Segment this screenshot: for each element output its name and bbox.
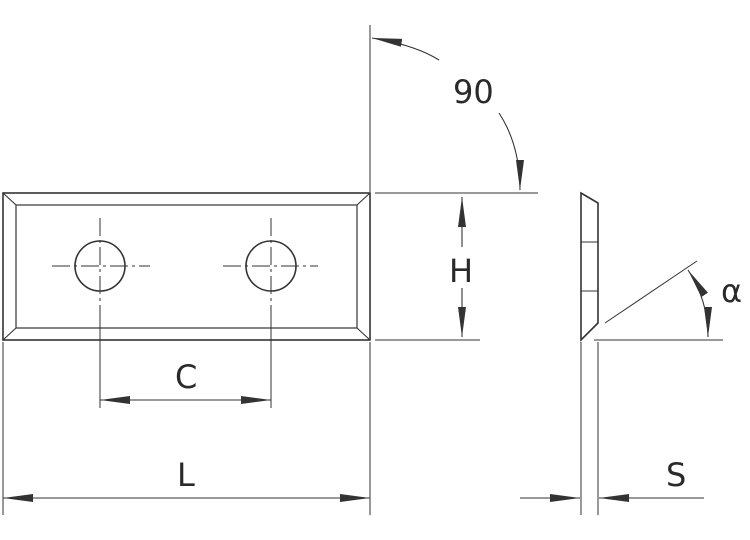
front-view [2,192,371,341]
extension-lines [2,25,723,515]
insert-outline [2,192,371,341]
side-profile [580,191,599,342]
side-view [580,191,599,342]
length-label: L [177,456,195,494]
bevel-line [2,192,17,206]
angle-90-arc-bottom [498,112,524,191]
thickness-label: S [666,456,686,494]
bevel-line [356,327,371,341]
hole-spacing-label: C [175,358,197,396]
angle-90-arc-top [371,37,440,61]
height-label: H [449,252,473,290]
angle-90-label: 90 [453,73,494,111]
alpha-arc [687,269,712,338]
bevel-line [2,327,17,341]
bevel-line [356,192,371,206]
hole-centerlines [52,218,318,318]
dimension-lines [3,37,712,502]
alpha-label: α [721,272,742,310]
insert-inner-outline [15,204,358,329]
